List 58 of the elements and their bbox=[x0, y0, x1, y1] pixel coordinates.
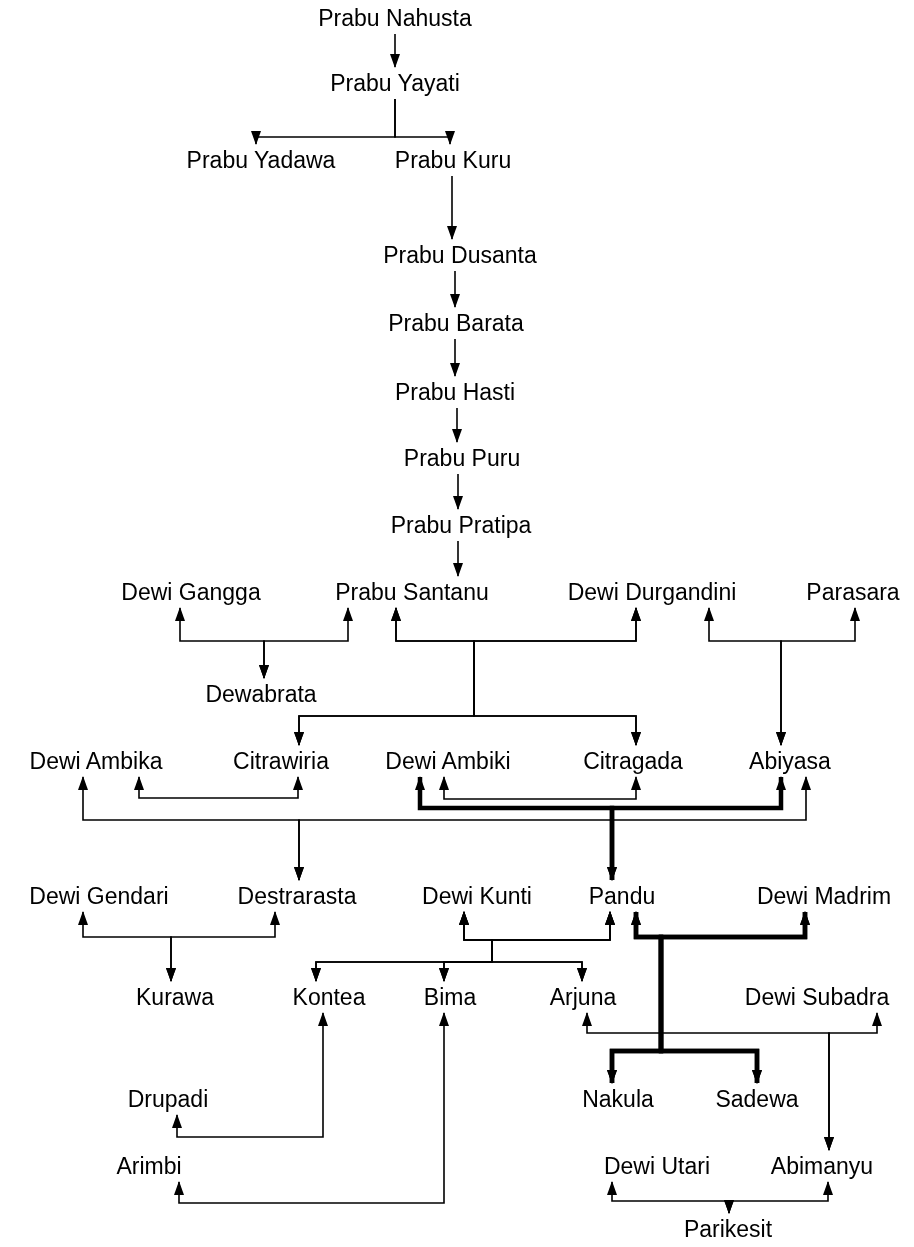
arrow bbox=[824, 1012, 882, 1151]
person-name: Dewi Durgandini bbox=[566, 576, 738, 608]
person-name: Dewabrata bbox=[204, 678, 318, 710]
arrow bbox=[453, 540, 463, 577]
arrow bbox=[439, 776, 641, 800]
person-name: Pandu bbox=[587, 880, 657, 912]
person-name: Nakula bbox=[581, 1083, 655, 1115]
person-name: Prabu Barata bbox=[387, 307, 525, 339]
person-name: Prabu Hasti bbox=[393, 376, 517, 408]
arrow bbox=[294, 776, 811, 881]
person-name: Dewi Ambiki bbox=[384, 745, 512, 777]
person-name: Parikesit bbox=[682, 1213, 774, 1245]
person-name: Citragada bbox=[582, 745, 684, 777]
arrow bbox=[452, 407, 462, 443]
person-name: Prabu Yayati bbox=[329, 67, 461, 99]
person-name: Dewi Kunti bbox=[421, 880, 533, 912]
arrow bbox=[776, 607, 860, 746]
person-name: Destrarasta bbox=[236, 880, 358, 912]
person-name: Dewi Gendari bbox=[28, 880, 170, 912]
arrow bbox=[473, 607, 641, 746]
person-name: Sadewa bbox=[714, 1083, 800, 1115]
arrow bbox=[259, 607, 353, 679]
arrow bbox=[607, 776, 786, 881]
arrow bbox=[724, 1181, 833, 1214]
arrow bbox=[172, 1012, 328, 1138]
person-name: Dewi Ambika bbox=[28, 745, 164, 777]
person-name: Dewi Gangga bbox=[120, 576, 262, 608]
person-name: Drupadi bbox=[126, 1083, 210, 1115]
arrow bbox=[450, 270, 460, 308]
person-name: Bima bbox=[422, 981, 478, 1013]
person-name: Citrawiria bbox=[232, 745, 330, 777]
person-name: Abiyasa bbox=[748, 745, 832, 777]
arrow bbox=[453, 473, 463, 510]
person-name: Kontea bbox=[291, 981, 367, 1013]
person-name: Abimanyu bbox=[769, 1150, 875, 1182]
person-name: Prabu Puru bbox=[402, 442, 522, 474]
arrow bbox=[450, 338, 460, 377]
person-name: Parasara bbox=[805, 576, 901, 608]
person-name: Prabu Pratipa bbox=[389, 509, 533, 541]
person-name: Prabu Dusanta bbox=[382, 239, 538, 271]
person-name: Arjuna bbox=[548, 981, 618, 1013]
arrow bbox=[394, 98, 455, 145]
arrow bbox=[658, 911, 810, 1084]
person-name: Prabu Nahusta bbox=[317, 2, 473, 34]
person-name: Dewi Utari bbox=[602, 1150, 712, 1182]
arrow bbox=[174, 1012, 449, 1204]
person-name: Prabu Yadawa bbox=[185, 144, 337, 176]
person-name: Prabu Kuru bbox=[393, 144, 513, 176]
person-name: Dewi Subadra bbox=[743, 981, 891, 1013]
person-name: Kurawa bbox=[135, 981, 215, 1013]
arrow bbox=[134, 776, 303, 799]
person-name: Dewi Madrim bbox=[755, 880, 893, 912]
arrow bbox=[447, 175, 457, 240]
person-name: Arimbi bbox=[115, 1150, 183, 1182]
arrow bbox=[166, 911, 280, 982]
person-name: Prabu Santanu bbox=[334, 576, 490, 608]
arrow bbox=[491, 911, 615, 982]
arrow bbox=[390, 33, 400, 68]
